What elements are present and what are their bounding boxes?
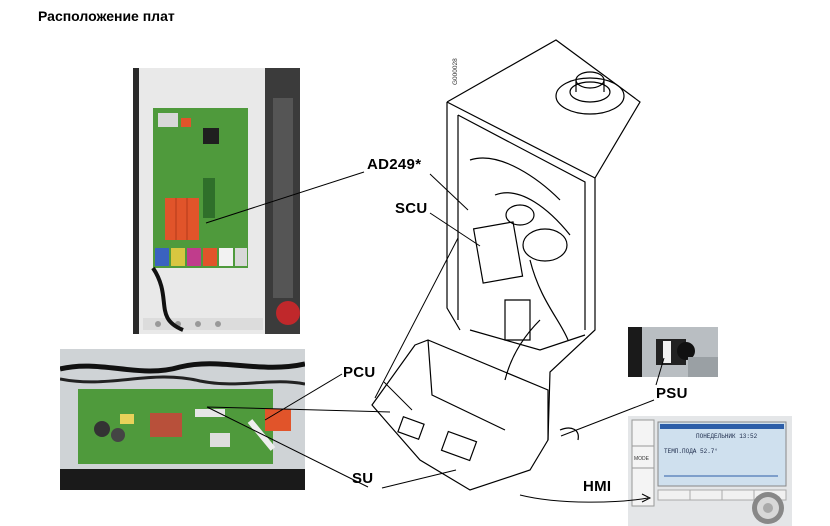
- page-title: Расположение плат: [38, 8, 175, 24]
- ad249-board-photo: [133, 68, 300, 334]
- hmi-line1: ПОНЕДЕЛЬНИК 13:52: [696, 433, 758, 440]
- label-su: SU: [352, 470, 374, 487]
- hmi-display-photo: ПОНЕДЕЛЬНИК 13:52 ТЕМП.ПОДА 52.7° MODE: [628, 416, 792, 526]
- label-pcu: PCU: [343, 364, 376, 381]
- drawing-code: G000028: [452, 58, 459, 85]
- label-scu: SCU: [395, 200, 428, 217]
- hmi-line2: ТЕМП.ПОДА 52.7°: [664, 448, 718, 455]
- hmi-mode: MODE: [634, 456, 650, 462]
- label-ad249: AD249*: [367, 156, 422, 173]
- label-psu: PSU: [656, 385, 688, 402]
- label-hmi: HMI: [583, 478, 612, 495]
- psu-photo: [628, 327, 718, 377]
- pcu-su-board-photo: [60, 349, 305, 490]
